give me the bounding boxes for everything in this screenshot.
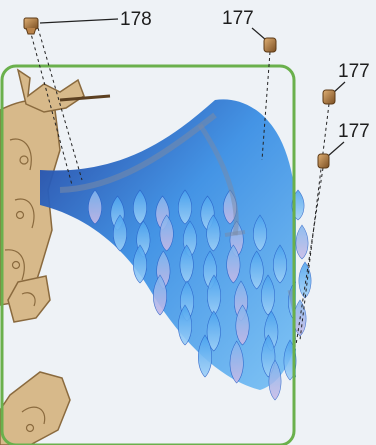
peg-177-right-upper bbox=[323, 90, 335, 104]
wooden-leg-part bbox=[0, 372, 70, 445]
peg-178 bbox=[24, 18, 38, 34]
callout-label-177-right-upper: 177 bbox=[338, 62, 370, 81]
peg-177-right-lower bbox=[318, 154, 329, 168]
callout-label-177-top: 177 bbox=[222, 9, 254, 28]
callout-label-178: 178 bbox=[120, 10, 152, 29]
blue-wing bbox=[40, 99, 307, 390]
callout-label-177-right-lower: 177 bbox=[338, 122, 370, 141]
feather bbox=[296, 225, 308, 259]
peg-177-top bbox=[264, 38, 276, 52]
